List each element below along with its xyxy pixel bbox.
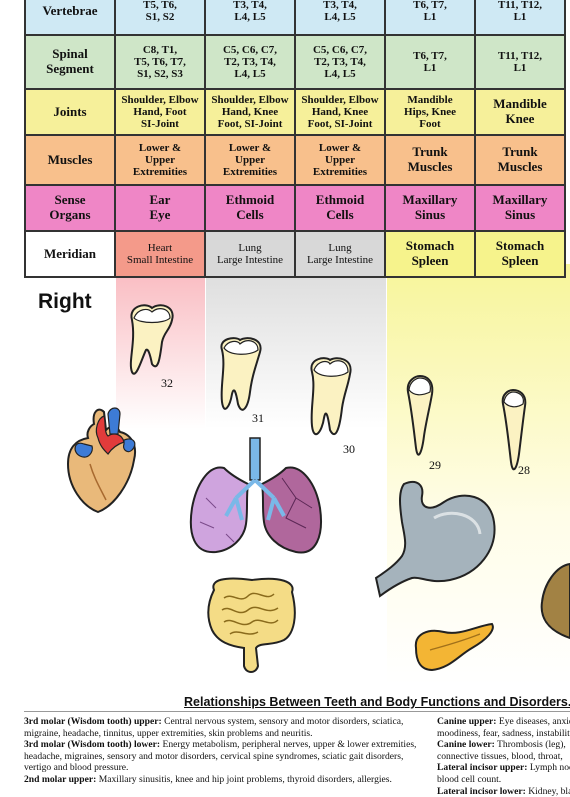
row-vertebrae: Vertebrae T5, T6, S1, S2 T3, T4, L4, L5 …: [24, 0, 566, 36]
heart-icon: [66, 407, 136, 514]
tooth-number-32: 32: [161, 376, 173, 390]
description-entry: Canine lower: Thrombosis (leg), connecti…: [437, 739, 570, 762]
tooth-28-icon: [501, 388, 527, 471]
table-cell: Lung Large Intestine: [204, 230, 296, 278]
entry-text: Central nervous system, sensory and moto…: [24, 716, 404, 739]
table-cell: Mandible Hips, Knee Foot: [384, 88, 476, 136]
table-cell: Maxillary Sinus: [474, 184, 566, 232]
table-cell: T3, T4, L4, L5: [204, 0, 296, 36]
entry-term: 2nd molar upper:: [24, 773, 97, 785]
table-cell: Stomach Spleen: [474, 230, 566, 278]
description-entry: Lateral incisor lower: Kidney, bladder,: [437, 786, 570, 797]
entry-term: 3rd molar (Wisdom tooth) upper:: [24, 716, 162, 727]
intestines-icon: [207, 577, 296, 673]
description-entry: Lateral incisor upper: Lymph nodes, bloo…: [437, 762, 570, 785]
tooth-number-28: 28: [518, 463, 530, 477]
entry-term: 3rd molar (Wisdom tooth) lower:: [24, 739, 161, 751]
table-cell: Ethmoid Cells: [294, 184, 386, 232]
table-cell: C5, C6, C7, T2, T3, T4, L4, L5: [204, 34, 296, 90]
table-cell: T11, T12, L1: [474, 34, 566, 90]
table-cell: Lung Large Intestine: [294, 230, 386, 278]
tooth-number-31: 31: [252, 411, 264, 425]
row-header: Spinal Segment: [24, 34, 116, 90]
description-entry: 3rd molar (Wisdom tooth) upper: Central …: [24, 716, 422, 739]
description-entry: 2nd molar upper: Maxillary sinusitis, kn…: [24, 774, 422, 786]
pancreas-icon: [414, 622, 494, 672]
table-cell: Lower & Upper Extremities: [294, 134, 386, 186]
row-sense-organs: Sense Organs Ear Eye Ethmoid Cells Ethmo…: [24, 184, 566, 232]
description-entry: Canine upper: Eye diseases, anxiety, moo…: [437, 716, 570, 739]
table-cell: Shoulder, Elbow Hand, Knee Foot, SI-Join…: [294, 88, 386, 136]
table-cell: Heart Small Intestine: [114, 230, 206, 278]
row-header: Joints: [24, 88, 116, 136]
table-cell: Ear Eye: [114, 184, 206, 232]
row-spinal-segment: Spinal Segment C8, T1, T5, T6, T7, S1, S…: [24, 34, 566, 90]
spleen-icon: [540, 562, 570, 640]
row-joints: Joints Shoulder, Elbow Hand, Foot SI-Joi…: [24, 88, 566, 136]
row-muscles: Muscles Lower & Upper Extremities Lower …: [24, 134, 566, 186]
table-cell: C5, C6, C7, T2, T3, T4, L4, L5: [294, 34, 386, 90]
teeth-relationship-table: Vertebrae T5, T6, S1, S2 T3, T4, L4, L5 …: [24, 0, 566, 278]
entry-text: Thrombosis (leg), connective tissues, bl…: [437, 739, 566, 762]
entry-term: Lateral incisor lower:: [437, 785, 526, 797]
table-cell: Lower & Upper Extremities: [204, 134, 296, 186]
row-header: Vertebrae: [24, 0, 116, 36]
side-label: Right: [38, 290, 92, 313]
table-cell: Trunk Muscles: [474, 134, 566, 186]
row-header: Muscles: [24, 134, 116, 186]
title-underline-rule: [24, 711, 570, 712]
section-title: Relationships Between Teeth and Body Fun…: [184, 695, 570, 709]
table-cell: C8, T1, T5, T6, T7, S1, S2, S3: [114, 34, 206, 90]
row-meridian: Meridian Heart Small Intestine Lung Larg…: [24, 230, 566, 278]
table-cell: T5, T6, S1, S2: [114, 0, 206, 36]
row-header: Meridian: [24, 230, 116, 278]
row-header: Sense Organs: [24, 184, 116, 232]
entry-term: Canine lower:: [437, 739, 495, 751]
stomach-icon: [374, 480, 496, 598]
tooth-29-icon: [406, 374, 434, 456]
table-cell: Shoulder, Elbow Hand, Foot SI-Joint: [114, 88, 206, 136]
entry-text: Kidney, bladder,: [528, 785, 570, 797]
table-cell: T6, T7, L1: [384, 0, 476, 36]
lungs-icon: [189, 437, 322, 554]
entry-term: Canine upper:: [437, 716, 497, 727]
table-cell: T11, T12, L1: [474, 0, 566, 36]
entry-text: Maxillary sinusitis, knee and hip joint …: [96, 773, 392, 785]
entry-text: Energy metabolism, peripheral nerves, up…: [24, 739, 417, 774]
entry-text: Lymph nodes, blood cell count.: [437, 762, 570, 785]
right-description-column: Canine upper: Eye diseases, anxiety, moo…: [437, 716, 570, 797]
entry-term: Lateral incisor upper:: [437, 762, 528, 774]
table-cell: Shoulder, Elbow Hand, Knee Foot, SI-Join…: [204, 88, 296, 136]
table-cell: T3, T4, L4, L5: [294, 0, 386, 36]
entry-text: Eye diseases, anxiety, moodiness, fear, …: [437, 716, 570, 739]
table-cell: Stomach Spleen: [384, 230, 476, 278]
table-cell: Lower & Upper Extremities: [114, 134, 206, 186]
table-cell: Ethmoid Cells: [204, 184, 296, 232]
description-entry: 3rd molar (Wisdom tooth) lower: Energy m…: [24, 739, 422, 774]
stomach-column-shade: [387, 264, 570, 684]
table-cell: Trunk Muscles: [384, 134, 476, 186]
table-cell: T6, T7, L1: [384, 34, 476, 90]
tooth-number-30: 30: [343, 442, 355, 456]
tooth-32-icon: [129, 304, 174, 375]
left-description-column: 3rd molar (Wisdom tooth) upper: Central …: [24, 716, 422, 786]
table-cell: Maxillary Sinus: [384, 184, 476, 232]
table-cell: Mandible Knee: [474, 88, 566, 136]
tooth-30-icon: [310, 357, 352, 436]
tooth-31-icon: [220, 337, 262, 411]
tooth-number-29: 29: [429, 458, 441, 472]
